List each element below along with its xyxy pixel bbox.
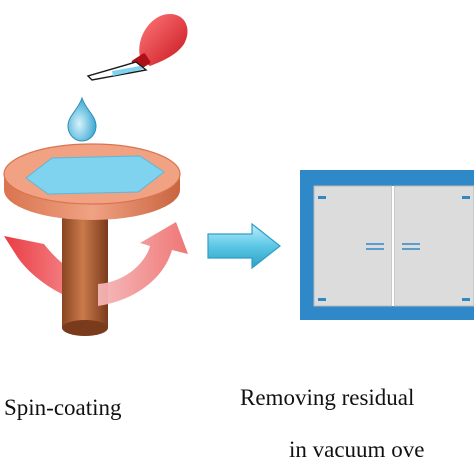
substrate bbox=[25, 155, 165, 195]
oven-handle-right bbox=[402, 243, 420, 250]
pipette-liquid bbox=[112, 66, 144, 76]
hinge-bottom-right bbox=[462, 298, 470, 301]
oven-door-left bbox=[313, 185, 393, 307]
oven-door-right bbox=[393, 185, 474, 307]
spin-coater-shaft bbox=[62, 200, 108, 336]
oven-handle-left bbox=[366, 243, 384, 250]
hinge-top-left bbox=[318, 196, 326, 199]
pipette bbox=[86, 14, 188, 81]
vacuum-oven-caption: in vacuum ove bbox=[289, 437, 425, 462]
hinge-top-right bbox=[462, 196, 470, 199]
pipette-bulb bbox=[139, 14, 188, 66]
vacuum-oven bbox=[300, 170, 474, 320]
droplet bbox=[67, 96, 97, 142]
process-arrow bbox=[207, 222, 281, 270]
hinge-bottom-left bbox=[318, 298, 326, 301]
rotation-arrow-right bbox=[98, 222, 188, 306]
removing-residual-caption: Removing residual bbox=[240, 385, 415, 410]
spin-coating-caption: Spin-coating bbox=[4, 395, 122, 420]
